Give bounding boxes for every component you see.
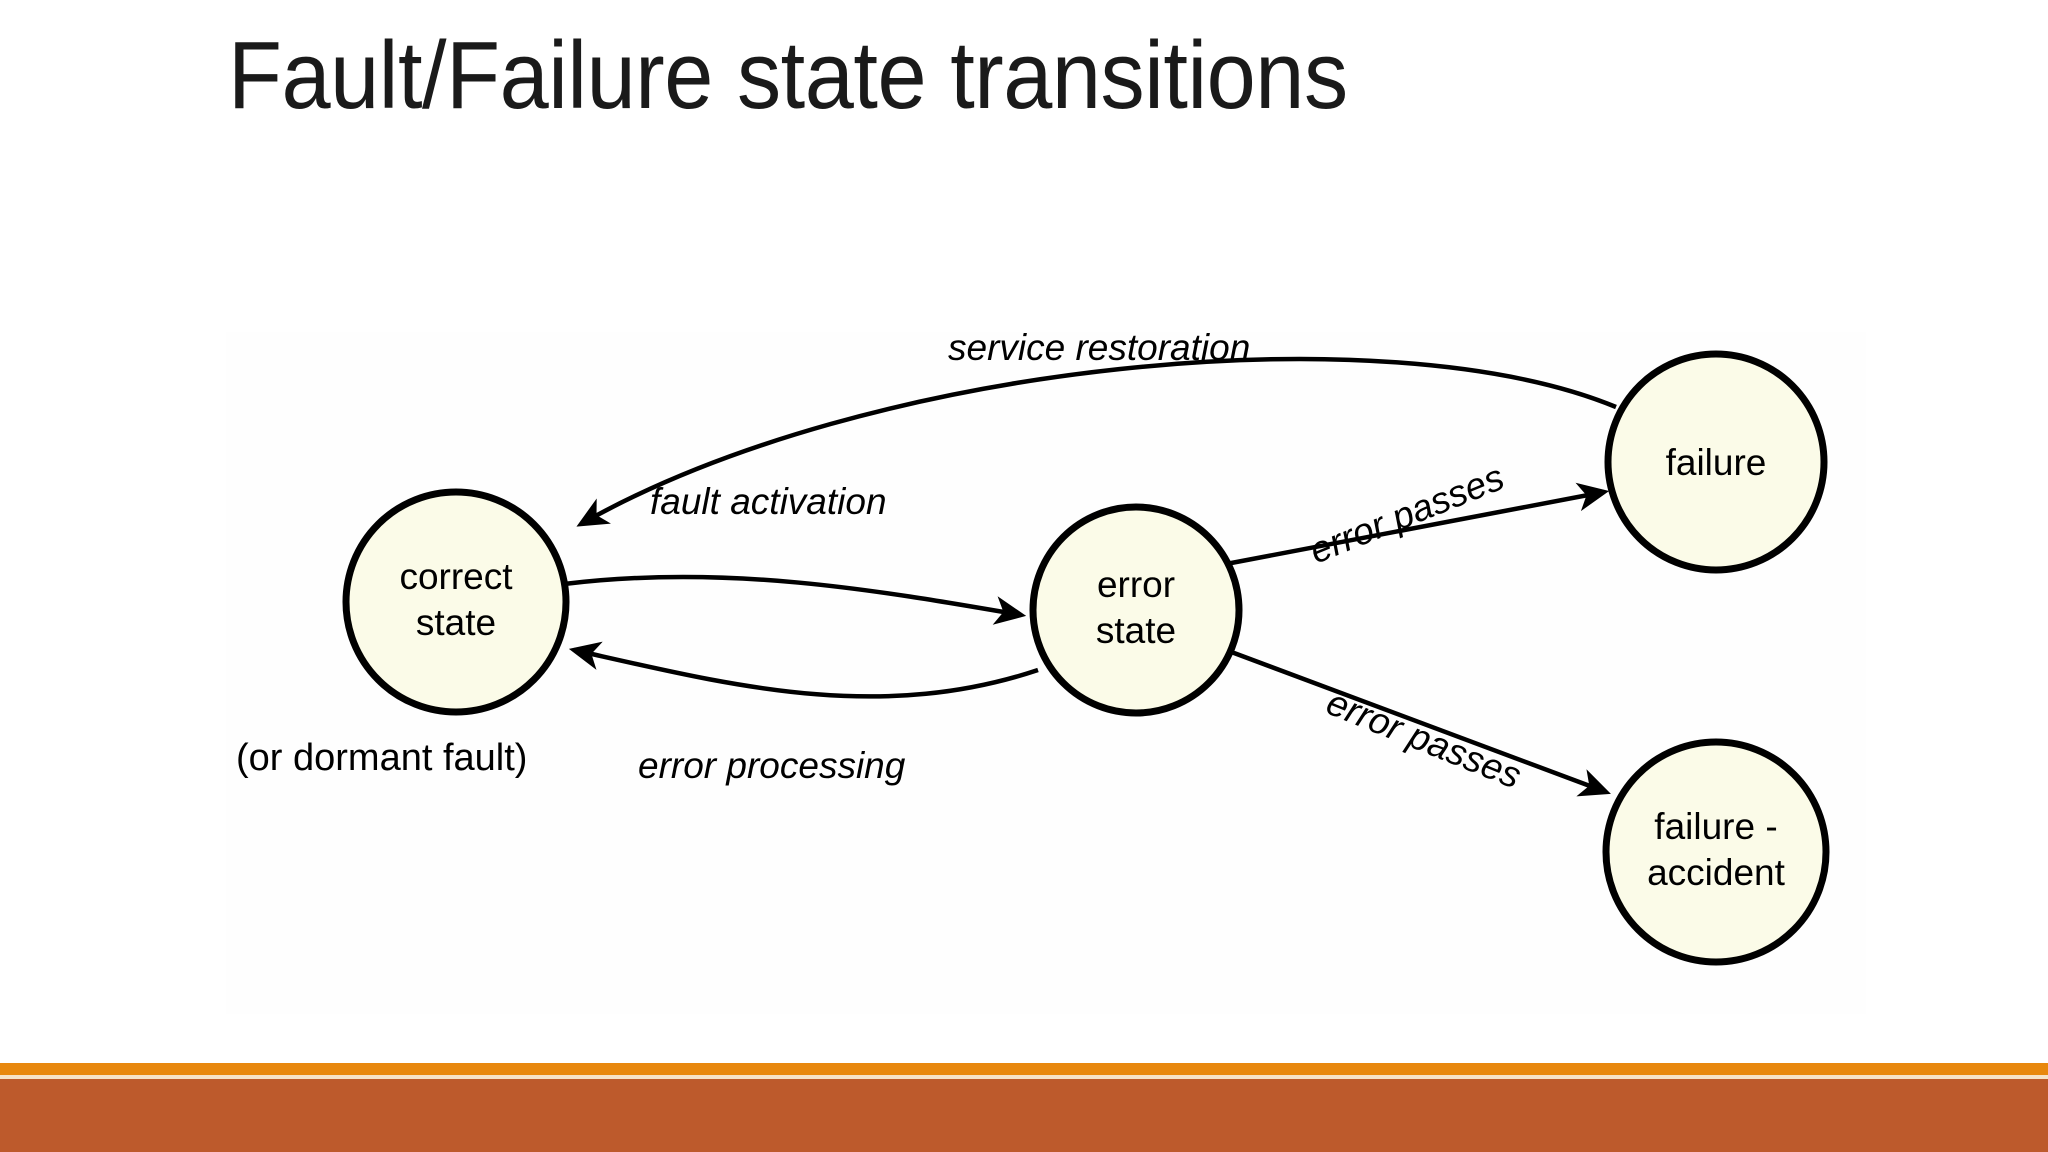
edge-service-restoration: service restoration (576, 327, 1617, 527)
node-failure-accident-label-line2: accident (1647, 852, 1786, 893)
state-transition-diagram: service restoration fault activation err… (236, 327, 1830, 966)
edge-label-error-passes-down: error passes (1321, 681, 1527, 796)
node-correct-state[interactable]: correct state (342, 488, 570, 716)
node-failure-accident[interactable]: failure - accident (1602, 738, 1830, 966)
node-failure-accident-label-line1: failure - (1654, 806, 1777, 847)
edge-error-processing: error processing (568, 641, 1039, 786)
diagram-figure: service restoration fault activation err… (226, 327, 1866, 1014)
edge-label-error-processing: error processing (638, 745, 906, 786)
node-correct-state-label-line1: correct (399, 556, 513, 597)
node-failure-accident-circle[interactable] (1602, 738, 1830, 966)
node-failure-circle[interactable] (1604, 350, 1828, 574)
accent-band-orange (0, 1063, 2048, 1075)
edge-label-service-restoration: service restoration (948, 327, 1250, 368)
page-title: Fault/Failure state transitions (228, 22, 1348, 129)
edge-fault-activation-path (563, 574, 1027, 625)
node-error-state-label-line2: state (1096, 610, 1176, 651)
node-failure-label-line1: failure (1666, 442, 1767, 483)
node-correct-state-label-line2: state (416, 602, 496, 643)
edge-error-passes-down-path (1225, 647, 1611, 797)
node-error-state[interactable]: error state (1029, 503, 1243, 717)
node-error-state-label-line1: error (1097, 564, 1175, 605)
accent-band-terracotta (0, 1079, 2048, 1152)
node-failure[interactable]: failure (1604, 350, 1828, 574)
edge-error-processing-path (568, 641, 1039, 699)
edge-label-fault-activation: fault activation (650, 481, 887, 522)
node-correct-state-circle[interactable] (342, 488, 570, 716)
edge-service-restoration-path (576, 356, 1617, 527)
edge-error-passes-up: error passes (1225, 456, 1610, 571)
edge-error-passes-down: error passes (1225, 647, 1611, 797)
dormant-fault-note: (or dormant fault) (236, 737, 527, 779)
edge-error-passes-up-path (1225, 482, 1610, 567)
edge-fault-activation: fault activation (563, 481, 1027, 625)
node-error-state-circle[interactable] (1029, 503, 1243, 717)
accent-band-divider (0, 1075, 2048, 1079)
